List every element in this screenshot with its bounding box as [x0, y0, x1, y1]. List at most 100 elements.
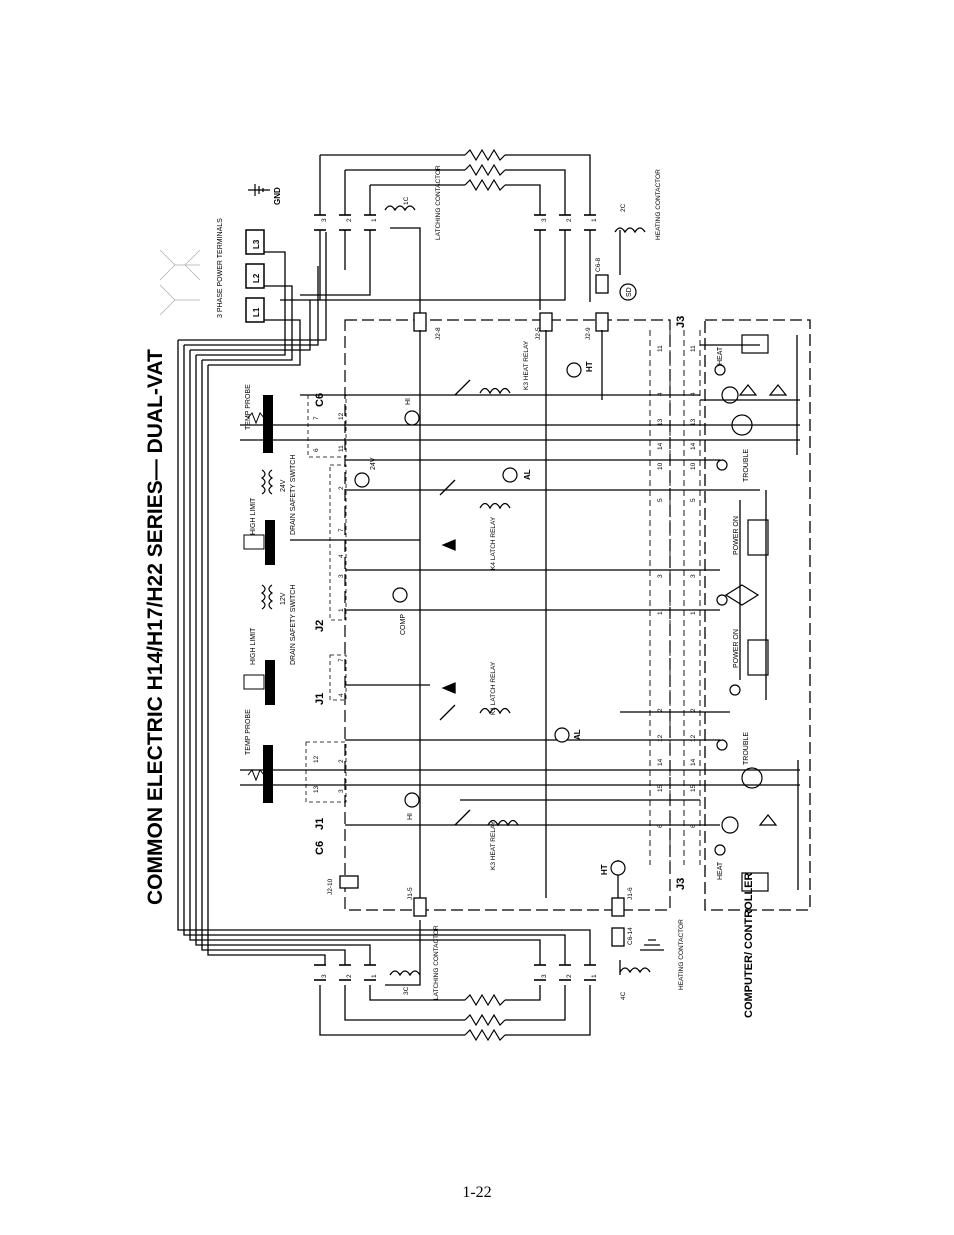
connector-j1-bottom-label: J1: [314, 818, 326, 830]
bottom-contact-marks: [314, 964, 596, 981]
bottom-latching-contactor-label: LATCHING CONTACTOR: [433, 925, 440, 1000]
top-resistor-icons: [464, 148, 506, 192]
terminal-l2-label: L2: [252, 273, 261, 283]
connector-c6-8-label: C6-8: [595, 258, 602, 272]
lamp-hi-bottom-label: HI: [407, 813, 414, 820]
temp-probe-bottom-label: TEMP PROBE: [245, 709, 252, 755]
connector-j1-5-label: J1-5: [407, 887, 414, 900]
relay-coil-icons: [479, 387, 519, 827]
contactor-3c-label: 3C: [403, 986, 410, 995]
pin-c-6: 6: [690, 824, 697, 828]
lamp-24v-label: 24V: [370, 457, 377, 470]
high-limit-bottom-label: HIGH LIMIT: [250, 627, 257, 665]
pin-j2-3: 3: [338, 574, 345, 578]
lamp-al-bottom-label: AL: [573, 729, 582, 740]
relay-k3-bottom-label: K3 HEAT RELAY: [490, 820, 497, 870]
lamp-comp-label: COMP: [400, 614, 407, 635]
pin-j2-4: 4: [338, 554, 345, 558]
pin-c-3: 3: [690, 574, 697, 578]
pin-c-12: 12: [690, 734, 697, 742]
connector-c6-14-label: C6-14: [627, 927, 634, 945]
top-right-phase-1: 1: [591, 218, 598, 222]
bottom-left-phase-2: 2: [346, 974, 353, 978]
bottom-resistor-icons: [464, 993, 506, 1042]
diagram-title: COMMON ELECTRIC H14/H17/H22 SERIES— DUAL…: [144, 349, 167, 905]
lamp-ht-bottom-label: HT: [600, 864, 609, 875]
drain-safety-top-label: DRAIN SAFETY SWITCH: [290, 455, 297, 535]
delta-symbol-icon: [159, 249, 201, 316]
vertical-wires: [419, 330, 799, 898]
pin-r-14: 14: [657, 442, 664, 450]
pin-j1-3: 3: [338, 789, 345, 793]
contactor-2c-label: 2C: [620, 203, 627, 212]
contactor-3c-coil-icon: [389, 970, 421, 977]
connector-j2-10-label: J2-10: [327, 878, 334, 895]
pin-c6-12: 12: [338, 412, 345, 420]
controller-heat-top-label: HEAT: [717, 346, 724, 365]
board-outline: [344, 319, 671, 911]
pin-r-6: 6: [657, 824, 664, 828]
lamp-icons: [354, 283, 637, 876]
bottom-right-phase-3: 3: [541, 974, 548, 978]
top-contact-marks: [314, 214, 596, 231]
terminal-l2-box: [245, 263, 265, 289]
connector-j2-label: J2: [314, 620, 326, 632]
pin-c-5: 5: [690, 498, 697, 502]
top-right-phase-3: 3: [541, 218, 548, 222]
pin-r-15: 15: [657, 784, 664, 792]
high-limit-top-label: HIGH LIMIT: [250, 497, 257, 535]
controller-internals: [721, 334, 788, 892]
high-limit-bottom-icon: [243, 660, 275, 705]
bottom-right-phase-2: 2: [566, 974, 573, 978]
page-number: 1-22: [462, 1184, 492, 1201]
connector-j1-6-label: J1-6: [627, 887, 634, 900]
power-terminals-label: 3 PHASE POWER TERMINALS: [217, 218, 224, 318]
horizontal-buses: [240, 344, 800, 826]
lamp-al-top-label: AL: [523, 469, 532, 480]
pin-r-3: 3: [657, 574, 664, 578]
right-pins-controller: 11 4 13 14 10 5 3 1 2 12 14 15 6: [690, 345, 697, 828]
top-latching-contactor-label: LATCHING CONTACTOR: [435, 165, 442, 240]
pin-j1-4: 4: [338, 693, 345, 697]
transformer-12v-label: 12V: [280, 592, 287, 605]
pin-columns: [649, 330, 701, 865]
top-left-phase-2: 2: [346, 218, 353, 222]
pin-r-12: 12: [657, 734, 664, 742]
terminal-l3-label: L3: [252, 239, 261, 249]
connector-j3-bottom-label: J3: [675, 878, 687, 890]
pin-c6-13-low: 13: [313, 785, 320, 793]
right-pins-board: 11 4 13 14 10 5 3 1 2 12 14 15 6: [657, 345, 664, 828]
lamp-hi-top-label: HI: [405, 398, 412, 405]
left-pin-strip: [305, 394, 347, 803]
lamp-ht-top-label: HT: [585, 361, 594, 372]
terminal-l3-box: [245, 229, 265, 255]
transformer-24v-label: 24V: [280, 479, 287, 492]
pin-c-1: 1: [690, 611, 697, 615]
pin-c-13: 13: [690, 418, 697, 426]
ground-label: GND: [273, 187, 282, 205]
relay-k4-label: K4 LATCH RELAY: [490, 516, 497, 570]
controller-heat-bottom-label: HEAT: [717, 861, 724, 880]
transformer-12v-icon: [260, 584, 274, 610]
pin-c6-6: 6: [313, 448, 320, 452]
controller-power-on-bottom-label: POWER ON: [733, 629, 740, 668]
pin-c6-11: 11: [338, 445, 345, 452]
sd-label: SD: [626, 287, 633, 297]
top-left-phase-1: 1: [371, 218, 378, 222]
relay-k1-label: K1 LATCH RELAY: [490, 661, 497, 715]
bottom-heating-contactor-label: HEATING CONTACTOR: [678, 919, 685, 990]
pin-c-2: 2: [690, 708, 697, 712]
top-heating-contactor-label: HEATING CONTACTOR: [655, 169, 662, 240]
controller-label: COMPUTER/ CONTROLLER: [743, 873, 755, 1018]
connector-j1-top-label: J1: [314, 693, 326, 705]
transformer-24v-icon: [260, 469, 274, 495]
contactor-4c-label: 4C: [620, 991, 627, 1000]
pin-r-1: 1: [657, 611, 664, 615]
top-contactor-group: [280, 154, 621, 320]
diode-icons: [441, 539, 456, 694]
connector-j2-9-label: J2-9: [585, 327, 592, 340]
pin-c-10: 10: [690, 462, 697, 470]
top-right-phase-2: 2: [566, 218, 573, 222]
connector-j2-8-label: J2-8: [435, 327, 442, 340]
